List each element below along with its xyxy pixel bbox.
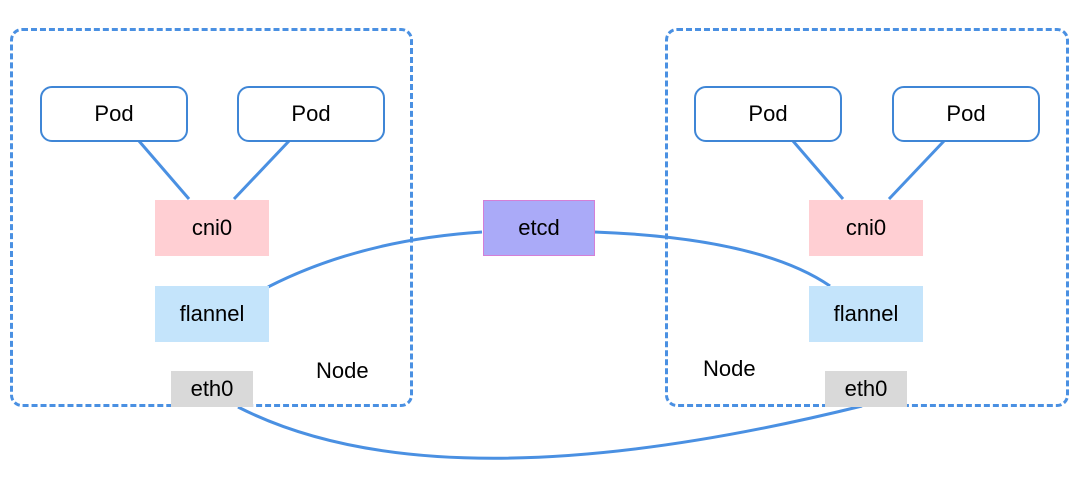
left-pod2-to-cni-line <box>232 139 291 201</box>
left-pod-2-label: Pod <box>291 101 331 126</box>
eth0-link-line <box>237 404 863 460</box>
left-pod-1-label: Pod <box>94 101 134 126</box>
left-cni0-label: cni0 <box>191 215 233 240</box>
left-pod-2: Pod <box>237 86 385 142</box>
right-pod-1-label: Pod <box>748 101 788 126</box>
right-pod-2-label: Pod <box>946 101 986 126</box>
left-flannel-to-etcd-line <box>267 230 483 289</box>
left-cni0-box: cni0 <box>155 200 269 256</box>
right-cni0-label: cni0 <box>845 215 887 240</box>
right-flannel-box: flannel <box>809 286 923 342</box>
right-pod1-to-cni-line <box>791 140 845 200</box>
left-flannel-label: flannel <box>179 301 245 326</box>
right-pod-1: Pod <box>694 86 842 142</box>
left-eth0-label: eth0 <box>190 376 234 401</box>
left-pod-1: Pod <box>40 86 188 142</box>
left-flannel-box: flannel <box>155 286 269 342</box>
right-pod2-to-cni-line <box>887 139 946 201</box>
right-eth0-box: eth0 <box>825 371 907 407</box>
etcd-label: etcd <box>518 215 560 240</box>
etcd-box: etcd <box>483 200 595 256</box>
right-pod-2: Pod <box>892 86 1040 142</box>
right-node-label: Node <box>703 356 756 381</box>
left-pod1-to-cni-line <box>137 140 191 200</box>
right-eth0-label: eth0 <box>844 376 888 401</box>
right-cni0-box: cni0 <box>809 200 923 256</box>
etcd-to-right-flannel-line <box>593 230 831 288</box>
left-node-label: Node <box>316 358 369 383</box>
right-flannel-label: flannel <box>833 301 899 326</box>
left-eth0-box: eth0 <box>171 371 253 407</box>
